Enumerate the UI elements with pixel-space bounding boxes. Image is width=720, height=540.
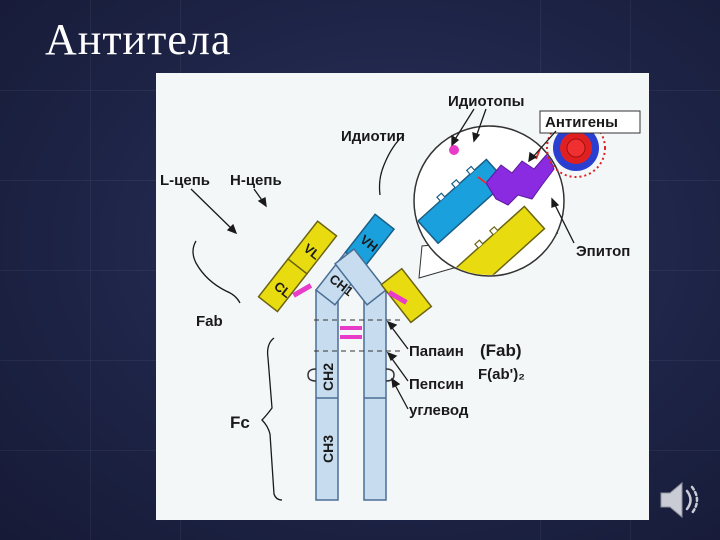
label-epitope: Эпитоп — [576, 243, 630, 260]
heavy-chain-left-stem — [316, 290, 338, 500]
label-fc: Fc — [230, 413, 250, 432]
label-carbohydrate: углевод — [409, 402, 469, 419]
label-idiotopes: Идиотопы — [448, 93, 525, 110]
domain-label-ch3: CH3 — [320, 435, 336, 463]
antibody-diagram: CH2 CH3 CH1 VH CL VL — [156, 73, 649, 520]
hinge-disulfide-bond-2 — [340, 335, 362, 339]
label-idiotype: Идиотип — [341, 128, 405, 145]
carbohydrate-left — [308, 369, 316, 381]
fc-region: CH2 CH3 — [308, 290, 394, 500]
label-antigens: Антигены — [545, 114, 618, 131]
label-l-chain: L-цепь — [160, 172, 210, 189]
label-pepsin: Пепсин — [409, 376, 464, 393]
zoom-callout — [414, 126, 564, 290]
domain-label-ch2: CH2 — [320, 363, 336, 391]
label-fab: Fab — [196, 313, 223, 330]
speaker-icon[interactable] — [655, 475, 705, 525]
antibody-figure: CH2 CH3 CH1 VH CL VL — [156, 73, 649, 520]
hinge-disulfide-bond-1 — [340, 326, 362, 330]
label-h-chain: H-цепь — [230, 172, 282, 189]
label-papain: Папаин — [409, 343, 464, 360]
heavy-chain-right-stem — [364, 290, 386, 500]
label-fab2-fragment: F(ab')₂ — [478, 366, 525, 383]
slide-title: Антитела — [45, 14, 231, 65]
label-fab-fragment: (Fab) — [480, 341, 522, 360]
